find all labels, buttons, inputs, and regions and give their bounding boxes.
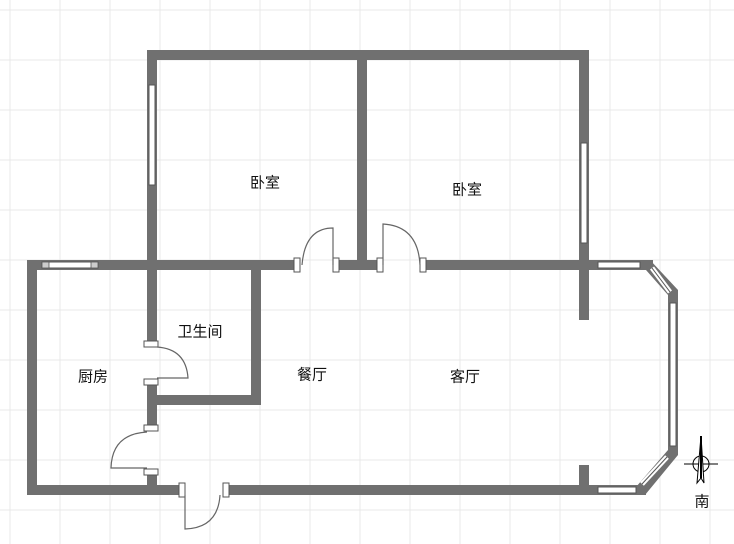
room-label-bedroom-left: 卧室 <box>250 174 280 192</box>
windows <box>41 84 677 494</box>
room-label-living: 客厅 <box>450 368 480 386</box>
doors <box>110 223 427 530</box>
room-label-bathroom: 卫生间 <box>177 323 222 341</box>
room-labels: 卧室 卧室 卫生间 厨房 餐厅 客厅 <box>78 174 482 386</box>
room-label-bedroom-right: 卧室 <box>452 181 482 199</box>
compass-label: 南 <box>694 493 709 511</box>
walls <box>27 50 678 495</box>
room-label-kitchen: 厨房 <box>78 368 108 386</box>
compass-icon <box>684 435 718 485</box>
room-label-dining: 餐厅 <box>297 366 327 384</box>
